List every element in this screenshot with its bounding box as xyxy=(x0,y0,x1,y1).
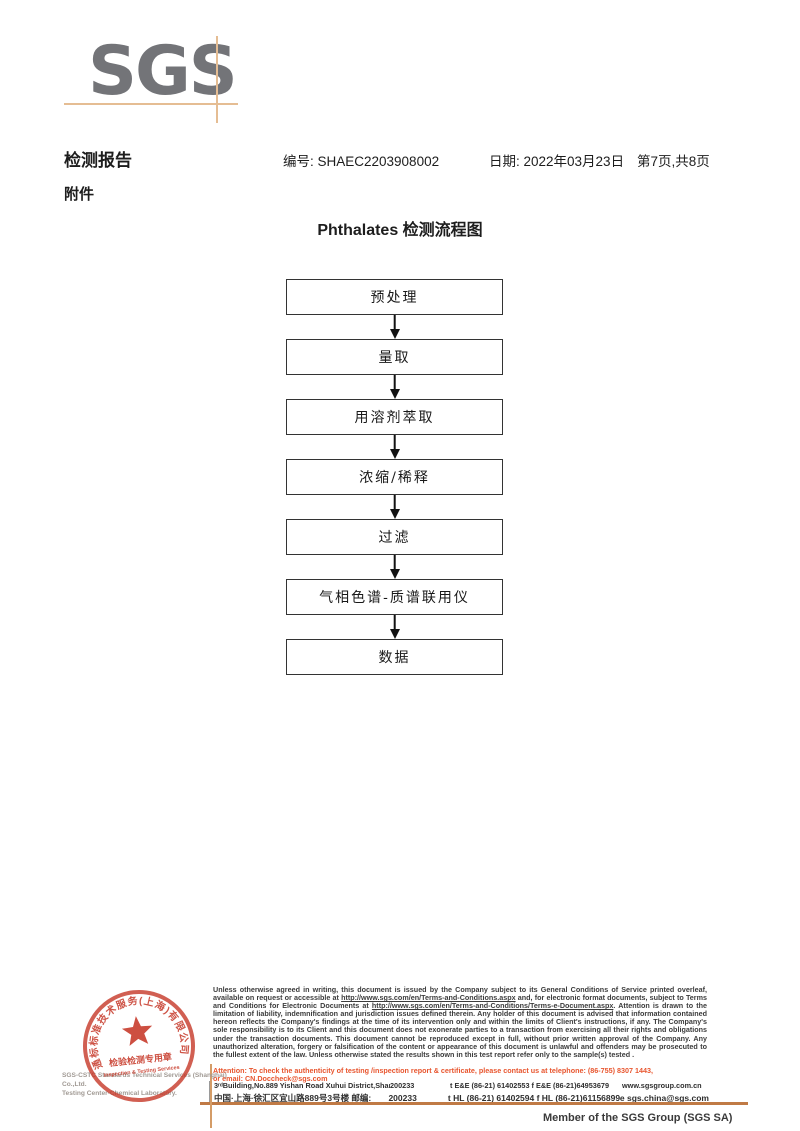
logo-crop-line-horizontal xyxy=(64,103,238,105)
phone-fax-chinese: t HL (86-21) 61402594 f HL (86-21)611568… xyxy=(447,1093,621,1103)
flowchart: 预处理 量取 用溶剂萃取 浓缩/稀释 过滤 气相色谱-质谱联用仪 数据 xyxy=(286,279,503,675)
website-link[interactable]: www.sgsgroup.com.cn xyxy=(622,1081,702,1090)
address-row-chinese: 中国·上海·徐汇区宜山路889号3号楼 邮编: 200233 t HL (86-… xyxy=(214,1092,709,1103)
down-arrow-icon xyxy=(286,315,503,339)
legal-text-3: . Attention is drawn to the limitation o… xyxy=(213,1001,707,1059)
phone-fax-english: t E&E (86-21) 61402553 f E&E (86-21)6495… xyxy=(450,1081,610,1090)
down-arrow-icon xyxy=(286,495,503,519)
legal-disclaimer: Unless otherwise agreed in writing, this… xyxy=(213,985,707,1059)
flow-step-pretreatment: 预处理 xyxy=(286,279,503,315)
star-icon xyxy=(121,1016,153,1046)
address-row-english: 3ʳᵈBuilding,No.889 Yishan Road Xuhui Dis… xyxy=(214,1081,709,1092)
down-arrow-icon xyxy=(286,555,503,579)
attachment-label: 附件 xyxy=(64,186,95,203)
page-number: 第7页,共8页 xyxy=(637,154,710,169)
sgs-member-note: Member of the SGS Group (SGS SA) xyxy=(543,1112,733,1124)
company-name-line2: Testing Center-Chemical Laboratory. xyxy=(62,1090,177,1097)
terms-e-document-link[interactable]: http://www.sgs.com/en/Terms-and-Conditio… xyxy=(371,1001,614,1011)
down-arrow-icon xyxy=(286,435,503,459)
terms-link[interactable]: http://www.sgs.com/en/Terms-and-Conditio… xyxy=(341,993,516,1003)
footer-crop-line-vertical xyxy=(210,1064,212,1128)
footer-rule-horizontal xyxy=(200,1102,748,1105)
flow-step-solvent-extraction: 用溶剂萃取 xyxy=(286,399,503,435)
sgs-logo: SGS xyxy=(88,32,238,111)
flow-step-filter: 过滤 xyxy=(286,519,503,555)
flowchart-title: Phthalates 检测流程图 xyxy=(317,222,483,239)
flow-step-data: 数据 xyxy=(286,639,503,675)
down-arrow-icon xyxy=(286,615,503,639)
legal-text-2: and, for electronic format documents, su… xyxy=(213,993,707,1011)
report-date: 日期: 2022年03月23日 xyxy=(489,154,625,169)
page-title: 检测报告 xyxy=(64,151,132,170)
company-name-line1: SGS-CSTC Standards Technical Services (S… xyxy=(62,1072,227,1088)
attention-notice-line2: or email: CN.Doccheck@sgs.com xyxy=(213,1074,328,1083)
flow-step-measure: 量取 xyxy=(286,339,503,375)
company-name-english: SGS-CSTC Standards Technical Services (S… xyxy=(62,1071,232,1098)
down-arrow-icon xyxy=(286,375,503,399)
inspection-stamp-icon: 通标标准技术服务(上海)有限公司 检验检测专用章 Inspection & Te… xyxy=(82,989,195,1102)
logo-crop-line-vertical xyxy=(216,36,218,123)
legal-text-1: Unless otherwise agreed in writing, this… xyxy=(213,985,707,1003)
report-number: 编号: SHAEC2203908002 xyxy=(283,154,440,169)
postcode-chinese: 200233 xyxy=(388,1093,417,1103)
flow-step-gcms: 气相色谱-质谱联用仪 xyxy=(286,579,503,615)
address-block: 3ʳᵈBuilding,No.889 Yishan Road Xuhui Dis… xyxy=(209,1081,709,1103)
postcode: 200233 xyxy=(390,1081,415,1090)
email-link[interactable]: e sgs.china@sgs.com xyxy=(619,1093,709,1103)
address-chinese: 中国·上海·徐汇区宜山路889号3号楼 邮编: xyxy=(214,1093,372,1103)
attention-notice-line1: Attention: To check the authenticity of … xyxy=(213,1066,654,1075)
address-english: 3ʳᵈBuilding,No.889 Yishan Road Xuhui Dis… xyxy=(214,1081,390,1090)
flow-step-concentrate-dilute: 浓缩/稀释 xyxy=(286,459,503,495)
